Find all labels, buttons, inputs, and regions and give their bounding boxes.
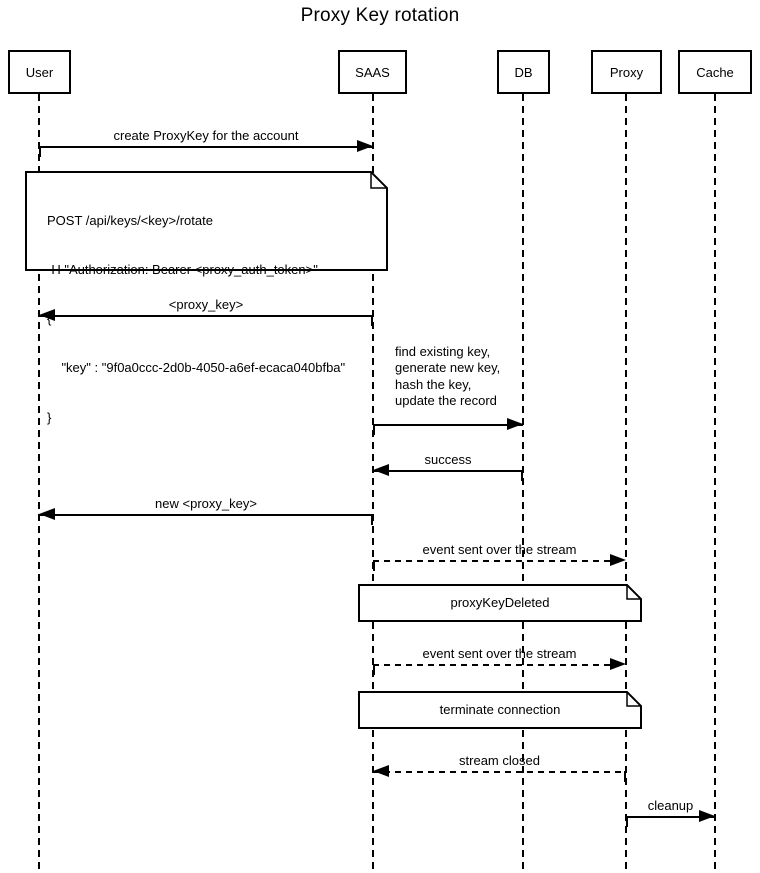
label-line: update the record bbox=[395, 392, 497, 408]
note-request-payload-text: POST /api/keys/<key>/rotate -H "Authoriz… bbox=[47, 180, 345, 459]
arrowhead-left-icon bbox=[373, 765, 389, 777]
message-tail bbox=[626, 816, 628, 827]
arrowhead-right-icon bbox=[610, 554, 626, 566]
message-line bbox=[373, 560, 626, 562]
message-tail bbox=[373, 424, 375, 435]
note-terminate-connection bbox=[358, 691, 642, 729]
note-proxykeydeleted-text: proxyKeyDeleted bbox=[450, 594, 550, 610]
participant-saas: SAAS bbox=[338, 50, 407, 94]
lifeline-saas bbox=[372, 94, 374, 873]
arrowhead-left-icon bbox=[39, 508, 55, 520]
note-line: -H "Authorization: Bearer <proxy_auth_to… bbox=[47, 262, 318, 278]
participant-cache: Cache bbox=[678, 50, 752, 94]
participant-proxy: Proxy bbox=[591, 50, 662, 94]
arrowhead-left-icon bbox=[39, 309, 55, 321]
message-tail bbox=[371, 315, 373, 326]
message-cleanup-label: cleanup bbox=[647, 798, 694, 813]
note-line: POST /api/keys/<key>/rotate bbox=[47, 212, 213, 228]
lifeline-user bbox=[38, 94, 40, 873]
message-stream-closed-label: stream closed bbox=[459, 753, 540, 768]
label-line: find existing key, bbox=[395, 344, 491, 359]
note-proxykeydeleted bbox=[358, 584, 642, 622]
message-update-record-label: find existing key, generate new key, has… bbox=[395, 344, 500, 409]
note-terminate-connection-text: terminate connection bbox=[439, 701, 561, 717]
message-line bbox=[373, 771, 626, 773]
message-line bbox=[39, 315, 373, 317]
message-tail bbox=[521, 470, 523, 481]
participant-db: DB bbox=[497, 50, 550, 94]
message-tail bbox=[371, 514, 373, 525]
message-line bbox=[373, 470, 523, 472]
message-line bbox=[39, 146, 373, 148]
participant-user-label: User bbox=[25, 64, 54, 80]
label-line: generate new key, bbox=[395, 360, 501, 376]
arrowhead-right-icon bbox=[610, 658, 626, 670]
message-tail bbox=[373, 664, 375, 675]
message-tail bbox=[39, 146, 41, 157]
message-new-proxy-key-label: new <proxy_key> bbox=[155, 496, 257, 511]
arrowhead-right-icon bbox=[699, 810, 715, 822]
lifeline-db bbox=[522, 94, 524, 873]
message-line bbox=[373, 664, 626, 666]
message-tail bbox=[624, 771, 626, 782]
message-line bbox=[373, 424, 523, 426]
arrowhead-left-icon bbox=[373, 464, 389, 476]
arrowhead-right-icon bbox=[507, 418, 523, 430]
label-line: hash the key, bbox=[395, 376, 472, 392]
message-tail bbox=[373, 560, 375, 571]
diagram-title: Proxy Key rotation bbox=[300, 5, 460, 26]
note-line: { bbox=[47, 311, 52, 327]
message-event-stream-1-label: event sent over the stream bbox=[422, 542, 577, 557]
note-line: } bbox=[47, 409, 52, 425]
message-event-stream-2-label: event sent over the stream bbox=[422, 646, 577, 661]
note-request-payload bbox=[25, 171, 388, 271]
message-line bbox=[39, 514, 373, 516]
note-line: "key" : "9f0a0ccc-2d0b-4050-a6ef-ecaca04… bbox=[47, 360, 346, 376]
participant-saas-label: SAAS bbox=[355, 64, 390, 80]
participant-user: User bbox=[8, 50, 71, 94]
lifeline-proxy bbox=[625, 94, 627, 873]
participant-db-label: DB bbox=[514, 64, 533, 80]
participant-cache-label: Cache bbox=[696, 64, 734, 80]
message-line bbox=[626, 816, 715, 818]
arrowhead-right-icon bbox=[357, 140, 373, 152]
message-proxy-key-label: <proxy_key> bbox=[168, 297, 244, 312]
message-create-proxykey-label: create ProxyKey for the account bbox=[113, 128, 299, 143]
participant-proxy-label: Proxy bbox=[609, 64, 644, 80]
message-success-label: success bbox=[424, 452, 472, 467]
lifeline-cache bbox=[714, 94, 716, 873]
